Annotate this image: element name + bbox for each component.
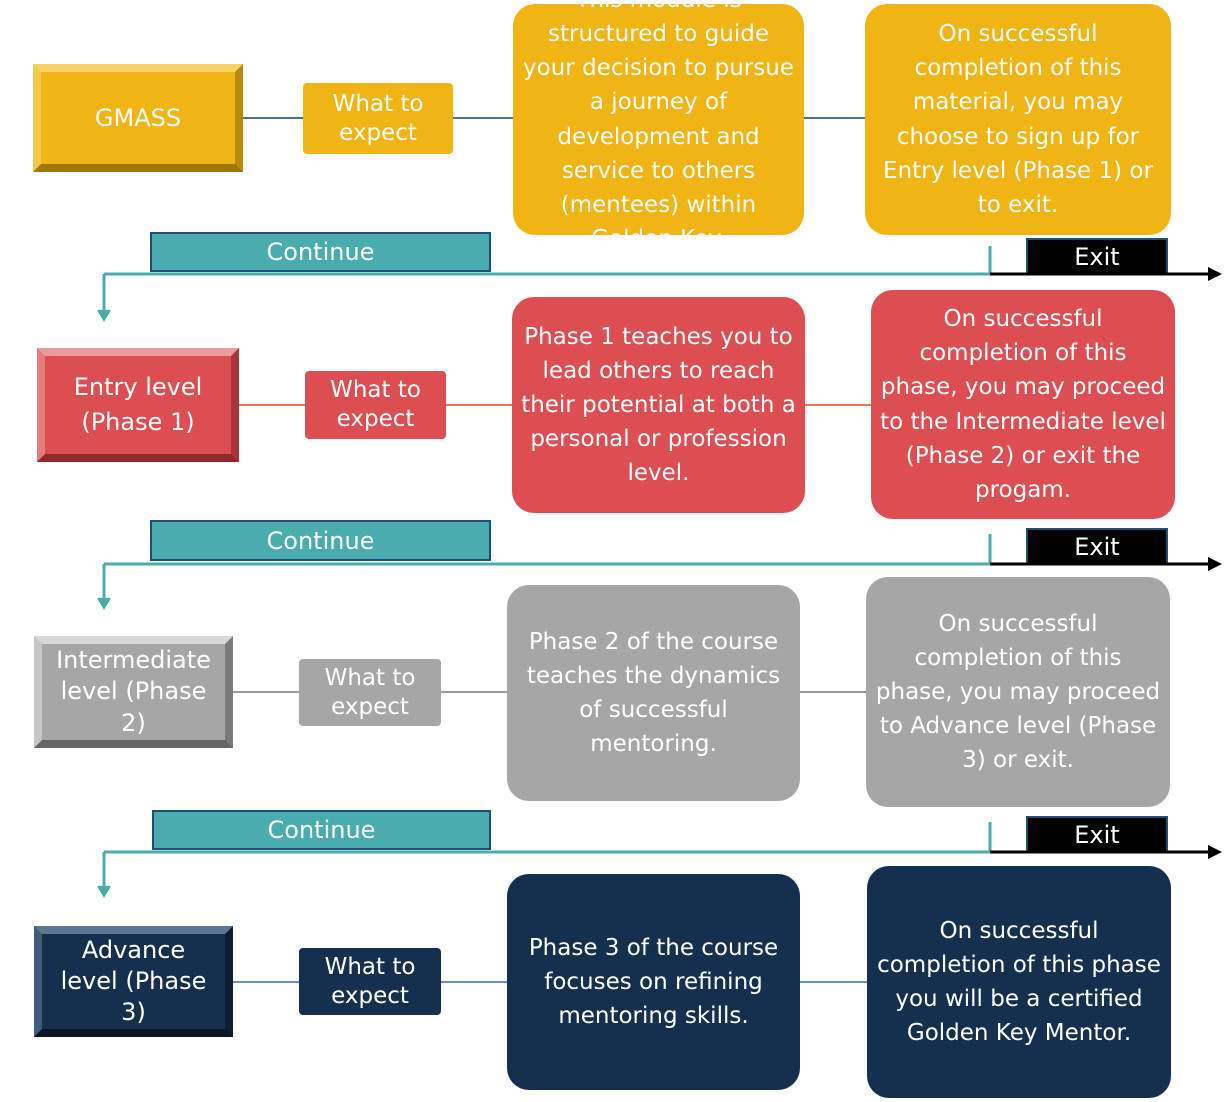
row1-description-card: This module is structured to guide your … — [513, 0, 804, 252]
row4-description-card: Phase 3 of the course focuses on refinin… — [507, 874, 800, 1090]
row3-stage-box: Intermediate level (Phase 2) — [34, 636, 233, 748]
connector2-flow-arrows — [97, 534, 1222, 610]
row4-stage-box: Advance level (Phase 3) — [34, 926, 233, 1037]
row2-stage-box: Entry level (Phase 1) — [37, 348, 239, 462]
row1-stage-box: GMASS — [33, 64, 243, 172]
row3-stage-label: Intermediate level (Phase 2) — [56, 646, 211, 737]
row1-what-to-expect: What to expect — [303, 83, 453, 154]
row2-stage-label: Entry level (Phase 1) — [73, 373, 203, 436]
connector1-exit-bar: Exit — [1026, 238, 1168, 275]
row2-description-card: Phase 1 teaches you to lead others to re… — [512, 297, 805, 513]
connector3-flow-arrows — [97, 822, 1222, 898]
row3-description-card: Phase 2 of the course teaches the dynami… — [507, 585, 800, 801]
row2-outcome-card: On successful completion of this phase, … — [871, 290, 1175, 519]
row4-what-to-expect: What to expect — [299, 948, 441, 1015]
connector1-flow-arrows — [97, 246, 1222, 322]
row1-outcome-card: On successful completion of this materia… — [865, 4, 1171, 235]
row4-stage-label: Advance level (Phase 3) — [60, 935, 207, 1027]
row2-what-to-expect: What to expect — [305, 371, 446, 439]
connector1-continue-bar: Continue — [150, 232, 491, 272]
connector2-continue-bar: Continue — [150, 520, 491, 561]
row1-stage-label: GMASS — [94, 103, 182, 132]
connector3-continue-bar: Continue — [152, 810, 491, 850]
row4-outcome-card: On successful completion of this phase y… — [867, 866, 1171, 1098]
row3-what-to-expect: What to expect — [299, 659, 441, 726]
row3-outcome-card: On successful completion of this phase, … — [866, 577, 1170, 807]
